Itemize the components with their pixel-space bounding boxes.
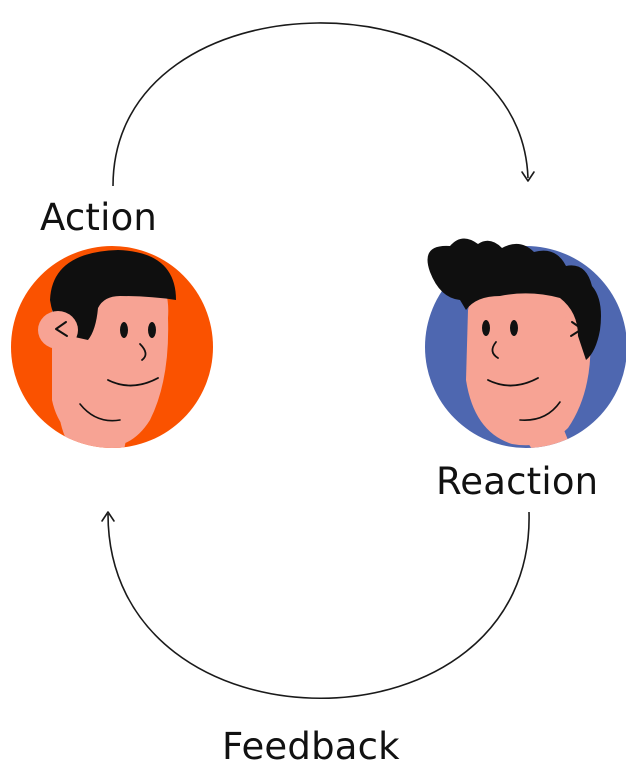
- action-avatar-icon: [11, 246, 213, 448]
- reaction-label: Reaction: [436, 460, 599, 503]
- reaction-avatar-icon: [425, 238, 626, 448]
- bottom-arc-arrow: [107, 511, 530, 699]
- bottom-arrowhead-icon: [101, 511, 115, 522]
- feedback-label: Feedback: [222, 725, 400, 767]
- top-arc-arrow: [112, 22, 529, 187]
- top-arrowhead-icon: [521, 171, 535, 182]
- action-label: Action: [40, 196, 158, 239]
